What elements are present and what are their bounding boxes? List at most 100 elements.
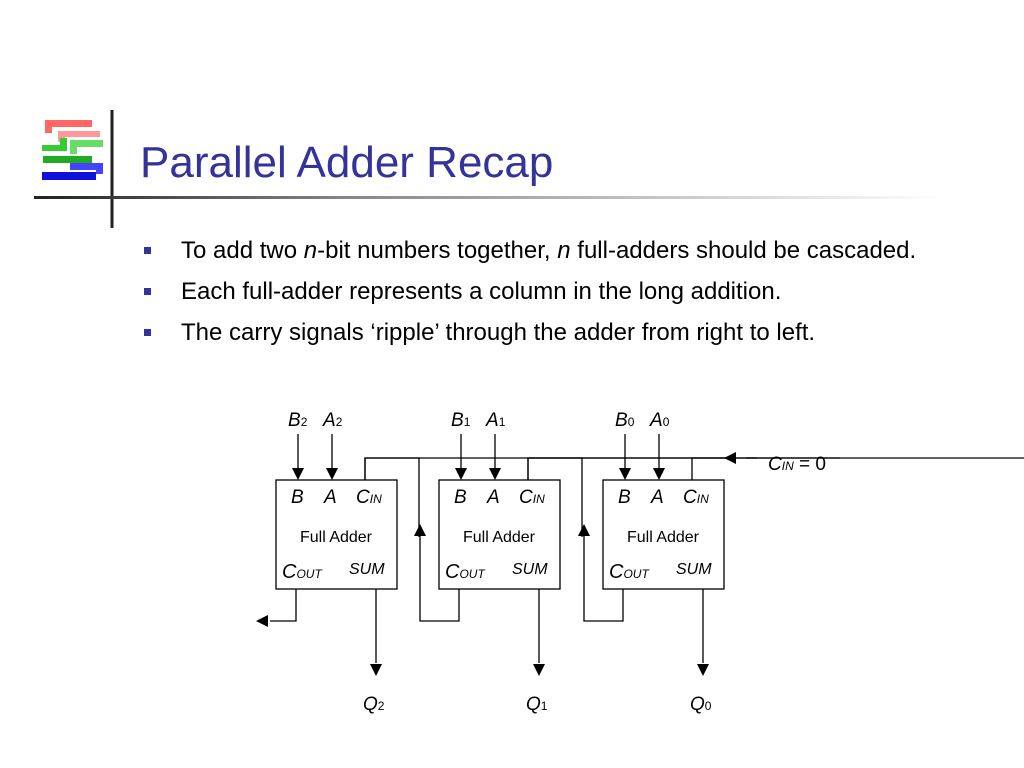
bullet-item: To add two n-bit numbers together, n ful… — [140, 234, 960, 267]
pin-cout-label-main: C — [609, 561, 624, 583]
input-b-label-main: B — [451, 410, 464, 431]
input-a-label-sub: 2 — [336, 415, 343, 429]
input-a-label: A2 — [322, 410, 343, 431]
input-a-arrow — [326, 468, 338, 480]
bullet-text: Each full-adder represents a column in t… — [181, 278, 782, 305]
output-q-label: Q0 — [690, 694, 712, 715]
pin-cin-label: CIN — [683, 487, 709, 508]
bullet-italic-text: n — [303, 237, 318, 264]
carry-in-label-extra: = 0 — [794, 454, 826, 475]
bullet-item: Each full-adder represents a column in t… — [140, 275, 960, 308]
full-adder-label: Full Adder — [627, 529, 700, 546]
input-a-arrow — [489, 468, 501, 480]
carry-out-arrow — [256, 615, 268, 627]
pin-cout-label: COUT — [609, 561, 650, 583]
carry-in-label-sub: IN — [782, 459, 794, 473]
input-a-label-main: A — [485, 410, 499, 431]
pin-b-label-main: B — [291, 487, 304, 508]
input-b-label-sub: 2 — [301, 415, 308, 429]
pin-cout-label-sub: OUT — [623, 567, 650, 581]
logo-mark — [42, 120, 103, 180]
output-q-label-main: Q — [363, 694, 378, 715]
pin-cin-label-main: C — [683, 487, 697, 508]
pin-b-label: B — [454, 487, 467, 508]
output-q-label-sub: 2 — [378, 699, 385, 713]
bullet-item: The carry signals ‘ripple’ through the a… — [140, 316, 960, 349]
carry-arrow — [414, 524, 426, 536]
input-b-label: B1 — [451, 410, 471, 431]
input-a-label-main: A — [322, 410, 336, 431]
bullet-italic-text: n — [557, 237, 571, 264]
bullet-square-icon — [144, 288, 151, 295]
full-adder-box — [602, 479, 725, 590]
pin-a-label-main: A — [486, 487, 500, 508]
input-b-label-sub: 1 — [464, 415, 471, 429]
carry-in-wire — [691, 457, 734, 480]
pin-a-label: A — [323, 487, 337, 508]
pin-cout-label: COUT — [282, 561, 323, 583]
pin-cin-label-sub: IN — [697, 492, 709, 506]
input-a-label: A1 — [485, 410, 506, 431]
output-q-label-sub: 1 — [541, 699, 548, 713]
bullet-square-icon — [144, 329, 151, 336]
input-b-arrow — [292, 468, 304, 480]
pin-b-label-main: B — [454, 487, 467, 508]
carry-wire — [583, 537, 624, 622]
pin-cout-label-main: C — [282, 561, 297, 583]
carry-in-label-main: C — [768, 454, 782, 475]
output-q-label-sub: 0 — [705, 699, 712, 713]
carry-arrow — [578, 524, 590, 536]
output-q-label-main: Q — [526, 694, 541, 715]
carry-wire-top-seg — [527, 457, 583, 537]
output-q-label: Q2 — [363, 694, 385, 715]
full-adder-box — [275, 479, 398, 590]
pin-cin-label-sub: IN — [370, 492, 382, 506]
carry-wire-top-seg — [364, 457, 420, 537]
sum-arrow — [370, 664, 382, 676]
input-a-label: A0 — [649, 410, 670, 431]
input-b-arrow — [619, 468, 631, 480]
input-b-arrow — [455, 468, 467, 480]
pin-a-label-main: A — [650, 487, 664, 508]
pin-cin-label-sub: IN — [533, 492, 545, 506]
bullet-square-icon — [144, 247, 151, 254]
pin-sum-label: SUM — [512, 561, 548, 578]
full-adder-box — [438, 479, 561, 590]
input-a-label-sub: 0 — [663, 415, 670, 429]
pin-b-label: B — [618, 487, 631, 508]
pin-sum-label: SUM — [349, 561, 385, 578]
full-adder-label: Full Adder — [300, 529, 373, 546]
input-b-label-main: B — [615, 410, 628, 431]
sum-arrow — [697, 664, 709, 676]
pin-cout-label-main: C — [445, 561, 460, 583]
pin-cin-label-main: C — [356, 487, 370, 508]
pin-a-label: A — [650, 487, 664, 508]
input-a-arrow — [653, 468, 665, 480]
pin-cin-label-main: C — [519, 487, 533, 508]
bullet-list: To add two n-bit numbers together, n ful… — [140, 234, 960, 357]
carry-in-arrow — [724, 452, 736, 464]
page-title: Parallel Adder Recap — [140, 138, 554, 187]
carry-out-wire — [270, 589, 297, 622]
pin-cout-label-sub: OUT — [296, 567, 323, 581]
input-b-label-sub: 0 — [628, 415, 635, 429]
pin-sum-label: SUM — [676, 561, 712, 578]
pin-cin-label: CIN — [356, 487, 382, 508]
carry-in-label: CIN = 0 — [768, 454, 826, 475]
bullet-text: To add two — [181, 237, 304, 264]
input-a-label-sub: 1 — [499, 415, 506, 429]
input-b-label-main: B — [288, 410, 301, 431]
bullet-text: full-adders should be cascaded. — [570, 237, 917, 264]
output-q-label-main: Q — [690, 694, 705, 715]
input-a-label-main: A — [649, 410, 663, 431]
input-b-label: B0 — [615, 410, 635, 431]
full-adder-label: Full Adder — [463, 529, 536, 546]
carry-wire — [419, 537, 460, 622]
pin-a-label-main: A — [323, 487, 337, 508]
bullet-text: -bit numbers together, — [317, 237, 558, 264]
output-q-label: Q1 — [526, 694, 548, 715]
title-underline — [34, 196, 944, 199]
bullet-text: The carry signals ‘ripple’ through the a… — [181, 319, 816, 346]
